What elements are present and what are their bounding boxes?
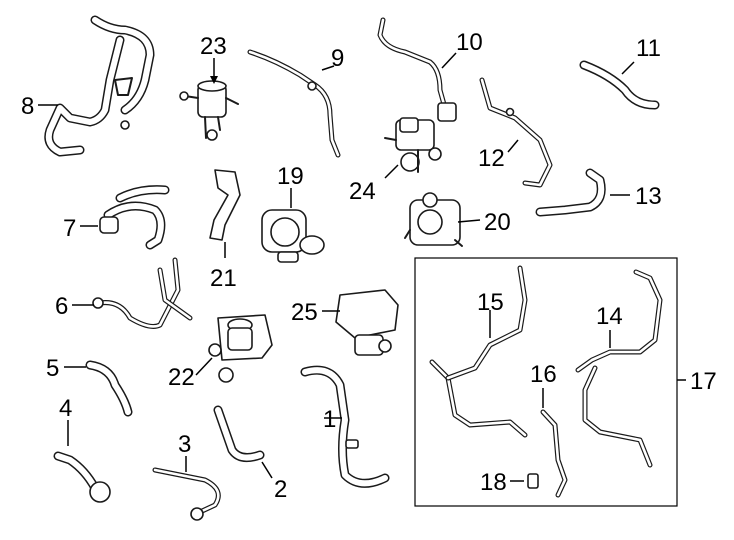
part-12-pipe[interactable] xyxy=(479,77,553,188)
part-11-hose[interactable] xyxy=(579,60,660,110)
leader-2 xyxy=(261,461,273,479)
callout-2: 2 xyxy=(274,476,287,503)
part-22-valve[interactable] xyxy=(208,314,273,383)
callout-9: 9 xyxy=(331,45,344,72)
part-14-pipe[interactable] xyxy=(575,269,663,468)
leader-10 xyxy=(441,52,457,69)
part-2-hose[interactable] xyxy=(213,405,265,463)
part-23-valve[interactable] xyxy=(179,80,239,141)
leader-24 xyxy=(384,164,399,179)
part-25-valve-block[interactable] xyxy=(335,289,399,356)
callout-11: 11 xyxy=(636,35,661,62)
callout-24: 24 xyxy=(349,178,376,205)
callout-1: 1 xyxy=(323,406,336,433)
part-1-hose[interactable] xyxy=(300,365,390,488)
part-5-hose[interactable] xyxy=(85,360,133,417)
leader-11 xyxy=(621,61,635,75)
callout-6: 6 xyxy=(55,293,68,320)
callout-5: 5 xyxy=(46,355,59,382)
leader-20 xyxy=(457,219,481,223)
callout-19: 19 xyxy=(277,163,304,190)
callout-23: 23 xyxy=(200,33,227,60)
callout-8: 8 xyxy=(21,93,34,120)
part-16-pipe[interactable] xyxy=(540,409,568,498)
part-13-hose[interactable] xyxy=(535,168,606,217)
part-20-pump[interactable] xyxy=(404,192,463,247)
leader-22 xyxy=(195,357,213,376)
leader-9 xyxy=(321,65,335,71)
callout-3: 3 xyxy=(178,431,191,458)
callout-22: 22 xyxy=(168,364,195,391)
callout-21: 21 xyxy=(210,265,237,292)
callout-4: 4 xyxy=(59,395,72,422)
callout-15: 15 xyxy=(477,289,504,316)
callout-13: 13 xyxy=(635,183,662,210)
part-15-pipe[interactable] xyxy=(429,265,528,438)
callout-16: 16 xyxy=(530,361,557,388)
callout-12: 12 xyxy=(478,145,505,172)
part-19-pump[interactable] xyxy=(261,209,325,263)
callout-14: 14 xyxy=(596,303,623,330)
part-9-pipe[interactable] xyxy=(247,49,341,158)
callout-7: 7 xyxy=(63,215,76,242)
part-18-connector[interactable] xyxy=(527,473,539,489)
leader-12 xyxy=(507,139,519,153)
part-8-hose-assembly[interactable] xyxy=(44,15,155,157)
callout-17: 17 xyxy=(690,368,717,395)
callout-10: 10 xyxy=(456,29,483,56)
part-7-hose[interactable] xyxy=(99,185,170,250)
callout-18: 18 xyxy=(480,469,507,496)
callout-25: 25 xyxy=(291,299,318,326)
part-6-hose-assembly[interactable] xyxy=(92,257,193,329)
part-21-bracket[interactable] xyxy=(209,169,241,241)
part-24-valve[interactable] xyxy=(384,117,442,173)
kit-17-box xyxy=(414,257,678,507)
part-10-hose[interactable] xyxy=(377,17,457,122)
callout-20: 20 xyxy=(484,209,511,236)
part-3-hose[interactable] xyxy=(152,467,221,521)
part-4-hose[interactable] xyxy=(53,451,111,503)
